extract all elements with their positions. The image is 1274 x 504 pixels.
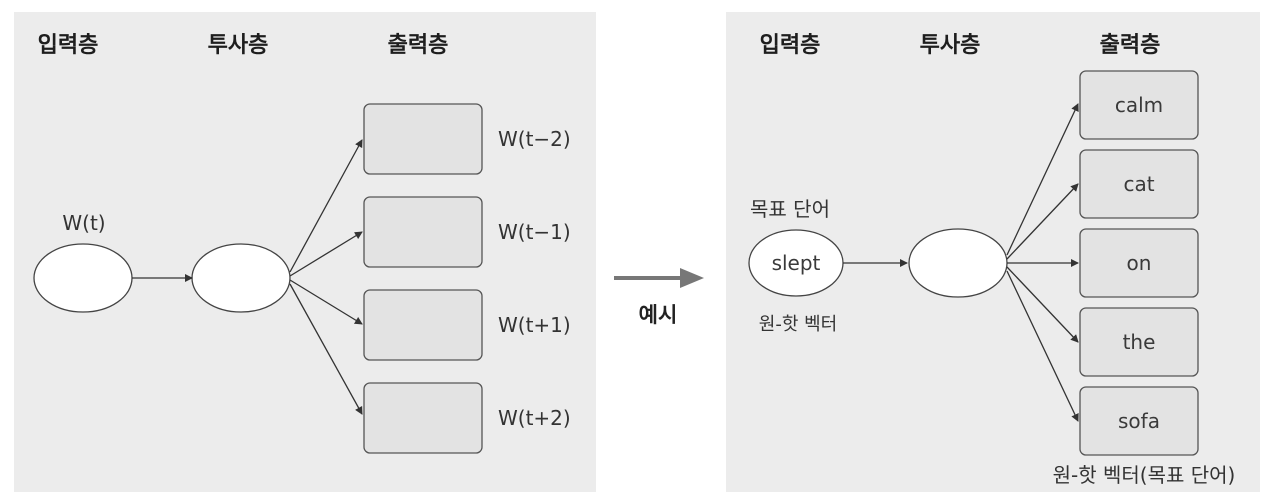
left-projection-to-output-4-arrow: [289, 283, 363, 415]
left-output-box-4: [363, 382, 483, 454]
right-output-word-3: on: [1127, 251, 1152, 275]
right-projection-node: [908, 228, 1008, 298]
left-input-node: [33, 243, 133, 313]
right-output-box-3: [1079, 228, 1199, 298]
right-projection-to-output-2-arrow: [1006, 183, 1079, 260]
left-panel: 입력층 투사층 출력층 W(t) W(t−2) W(t−1) W(t+1) W(…: [14, 12, 596, 492]
left-projection-to-output-2-arrow: [289, 231, 363, 277]
right-output-word-4: the: [1123, 330, 1156, 354]
left-output-box-2: [363, 196, 483, 268]
left-output-box-3: [363, 289, 483, 361]
left-input-word-label: W(t): [62, 211, 105, 235]
right-output-box-5: [1079, 386, 1199, 456]
right-target-word-label: 목표 단어: [750, 197, 830, 221]
right-output-word-2: cat: [1123, 172, 1154, 196]
right-projection-to-output-1-arrow: [1006, 103, 1079, 256]
right-header-input-layer: 입력층: [760, 33, 821, 58]
left-header-input-layer: 입력층: [38, 33, 99, 58]
left-projection-to-output-1-arrow: [289, 139, 363, 273]
right-output-word-1: calm: [1115, 93, 1163, 117]
left-output-box-1: [363, 103, 483, 175]
left-output-label-2: W(t−1): [498, 220, 571, 244]
left-projection-to-output-3-arrow: [289, 279, 363, 325]
right-header-projection-layer: 투사층: [920, 33, 981, 58]
right-panel: 입력층 투사층 출력층 목표 단어 slept 원-핫 벡터 calm cat …: [726, 12, 1260, 492]
left-output-label-4: W(t+2): [498, 406, 571, 430]
example-label: 예시: [639, 303, 678, 327]
left-output-label-1: W(t−2): [498, 127, 571, 151]
right-one-hot-label: 원-핫 벡터: [759, 314, 837, 335]
example-transition: 예시: [614, 268, 704, 327]
right-output-caption: 원-핫 벡터(목표 단어): [1053, 463, 1236, 487]
right-projection-to-output-5-arrow: [1006, 270, 1079, 422]
right-projection-to-output-4-arrow: [1006, 266, 1079, 343]
left-output-label-3: W(t+1): [498, 313, 571, 337]
left-header-output-layer: 출력층: [388, 33, 449, 58]
right-output-box-4: [1079, 307, 1199, 377]
right-header-output-layer: 출력층: [1100, 33, 1161, 58]
right-output-word-5: sofa: [1118, 409, 1160, 433]
left-header-projection-layer: 투사층: [208, 33, 269, 58]
left-projection-node: [191, 243, 291, 313]
right-output-box-2: [1079, 149, 1199, 219]
example-arrow-head-icon: [680, 268, 704, 288]
right-input-word: slept: [772, 251, 821, 275]
right-output-box-1: [1079, 70, 1199, 140]
